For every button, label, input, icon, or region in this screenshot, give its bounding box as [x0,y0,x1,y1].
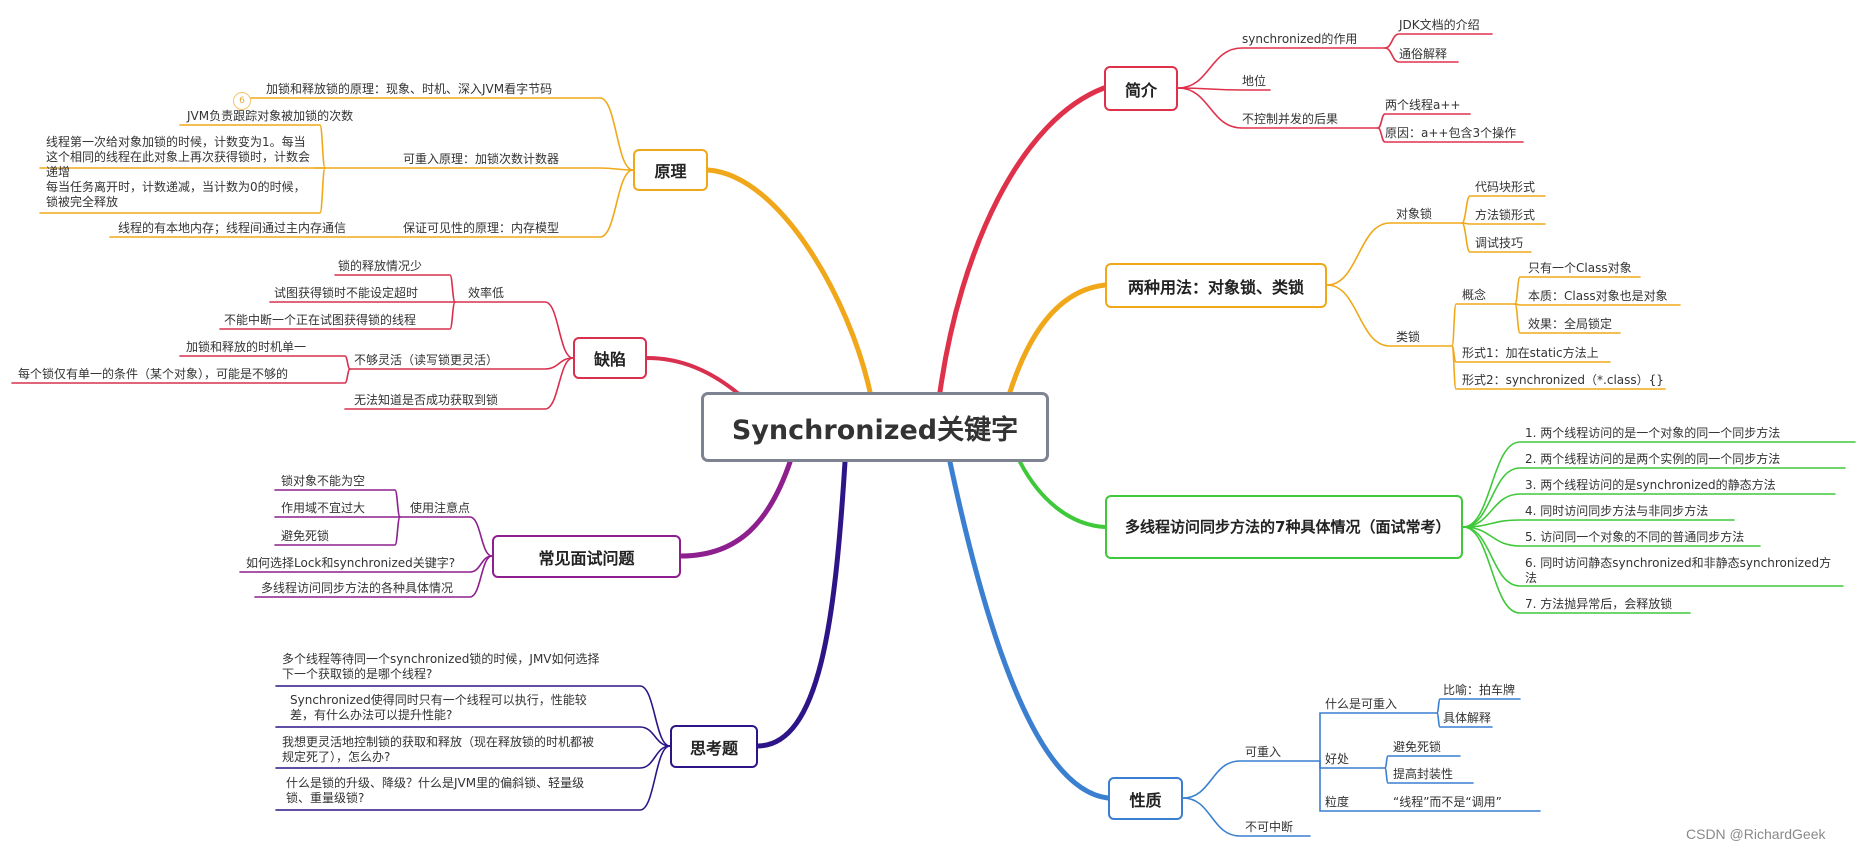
link-principle-reentrant [314,167,634,171]
link-usage-essence [1514,303,1681,306]
intro-role-plain[interactable]: 通俗解释 [1399,47,1448,61]
topic-defects[interactable]: 缺陷 [573,337,647,379]
intro-consequence-reason[interactable]: 原因：a++包含3个操作 [1385,126,1517,140]
intro-status[interactable]: 地位 [1242,74,1267,88]
intro-consequence[interactable]: 不控制并发的后果 [1242,112,1339,126]
link-intro-role [1177,47,1386,89]
defects-efficiency[interactable]: 效率低 [468,286,505,300]
faq-notes-scope[interactable]: 作用域不宜过大 [281,501,366,515]
link-usage-concept [1451,303,1516,347]
case-6[interactable]: 6. 同时访问静态synchronized和非静态synchronized方法 [1525,556,1832,585]
props-granularity-value[interactable]: “线程”而不是“调用” [1393,795,1502,809]
defects-flexibility[interactable]: 不够灵活（读写锁更灵活） [354,353,499,367]
thinking-4[interactable]: 什么是锁的升级、降级？什么是JVM里的偏斜锁、轻量级锁、重量级锁? [286,776,585,805]
props-benefit-deadlock[interactable]: 避免死锁 [1393,740,1442,754]
link-intro-jdk [1384,33,1493,49]
defects-flexibility-condition[interactable]: 每个锁仅有单一的条件（某个对象），可能是不够的 [18,367,289,381]
intro-role[interactable]: synchronized的作用 [1242,32,1358,46]
link-usage-method [1461,222,1546,225]
link-case-4 [1462,519,1735,528]
usage-class-lock[interactable]: 类锁 [1396,330,1421,344]
case-2[interactable]: 2. 两个线程访问的是两个实例的同一个同步方法 [1525,452,1781,466]
topic-faq[interactable]: 常见面试问题 [492,535,681,578]
case-7[interactable]: 7. 方法抛异常后，会释放锁 [1525,597,1673,611]
props-uninterruptible[interactable]: 不可中断 [1245,820,1294,834]
thinking-1[interactable]: 多个线程等待同一个synchronized锁的时候，JMV如何选择下一个获取锁的… [282,652,600,681]
topic-props[interactable]: 性质 [1108,777,1183,820]
case-4[interactable]: 4. 同时访问同步方法与非同步方法 [1525,504,1709,518]
usage-class-one-object[interactable]: 只有一个Class对象 [1528,261,1632,275]
faq-notes[interactable]: 使用注意点 [410,501,471,515]
main-branch-props [947,459,1111,801]
props-benefit[interactable]: 好处 [1325,752,1350,766]
central-topic[interactable]: Synchronized关键字 [701,392,1049,462]
faq-notes-null[interactable]: 锁对象不能为空 [281,474,366,488]
main-branch-intro [937,85,1107,395]
main-branch-usage [1007,282,1108,395]
case-5[interactable]: 5. 访问同一个对象的不同的普通同步方法 [1525,530,1745,544]
case-1[interactable]: 1. 两个线程访问的是一个对象的同一个同步方法 [1525,426,1781,440]
usage-object-code-block[interactable]: 代码块形式 [1475,180,1536,194]
faq-cases[interactable]: 多线程访问同步方法的各种具体情况 [261,581,454,595]
main-branch-thinking [755,459,848,749]
main-branch-faq [678,459,793,559]
props-granularity[interactable]: 粒度 [1325,795,1350,809]
faq-notes-deadlock[interactable]: 避免死锁 [281,529,330,543]
usage-class-form2[interactable]: 形式2：synchronized（*.class）{} [1462,373,1664,387]
thinking-3[interactable]: 我想更灵活地控制锁的获取和释放（现在释放锁的时机都被规定死了），怎么办? [282,735,595,764]
principle-visibility[interactable]: 保证可见性的原理：内存模型 [403,221,560,235]
principle-lock-release[interactable]: 加锁和释放锁的原理：现象、时机、深入JVM看字节码 [266,82,553,96]
principle-reentrant-count-down[interactable]: 每当任务离开时，计数递减，当计数为0的时候，锁被完全释放 [46,180,306,209]
faq-lock-vs-sync[interactable]: 如何选择Lock和synchronized关键字? [246,556,456,570]
usage-class-effect[interactable]: 效果：全局锁定 [1528,317,1613,331]
intro-role-jdk[interactable]: JDK文档的介绍 [1399,18,1480,32]
case-3[interactable]: 3. 两个线程访问的是synchronized的静态方法 [1525,478,1776,492]
main-branch-principle [705,167,873,395]
defects-unknown[interactable]: 无法知道是否成功获取到锁 [354,393,499,407]
defects-flexibility-timing[interactable]: 加锁和释放的时机单一 [186,340,307,354]
principle-reentrant-count-up[interactable]: 线程第一次给对象加锁的时候，计数变为1。每当这个相同的线程在此对象上再次获得锁时… [46,135,311,179]
link-props-reentrant [1182,760,1321,799]
usage-object-method[interactable]: 方法锁形式 [1475,208,1536,222]
main-branch-cases [1018,460,1107,529]
defects-efficiency-interrupt[interactable]: 不能中断一个正在试图获得锁的线程 [224,313,417,327]
main-branch-defects [645,356,742,397]
topic-thinking[interactable]: 思考题 [670,725,758,768]
defects-efficiency-release[interactable]: 锁的释放情况少 [338,259,423,273]
watermark: CSDN @RichardGeek [1686,826,1826,842]
topic-intro[interactable]: 简介 [1104,66,1178,111]
link-usage-class [1326,284,1453,347]
usage-class-concept[interactable]: 概念 [1462,288,1487,302]
thinking-2[interactable]: Synchronized使得同时只有一个线程可以执行，性能较差，有什么办法可以提… [290,693,587,722]
props-reentrant[interactable]: 可重入 [1245,745,1282,759]
topic-usage[interactable]: 两种用法：对象锁、类锁 [1105,263,1327,308]
topic-principle[interactable]: 原理 [633,149,708,191]
link-usage-object [1326,222,1463,286]
link-faq-notes [399,516,493,557]
props-benefit-encapsulation[interactable]: 提高封装性 [1393,767,1454,781]
intro-consequence-a[interactable]: 两个线程a++ [1385,98,1461,112]
props-what-explain[interactable]: 具体解释 [1443,711,1492,725]
principle-reentrant-jvm[interactable]: JVM负责跟踪对象被加锁的次数 [187,109,354,123]
principle-visibility-memory[interactable]: 线程的有本地内存；线程间通过主内存通信 [118,221,347,235]
link-defects-efficiency [454,301,574,359]
defects-efficiency-timeout[interactable]: 试图获得锁时不能设定超时 [274,286,419,300]
principle-reentrant[interactable]: 可重入原理：加锁次数计数器 [403,152,560,166]
usage-object-lock[interactable]: 对象锁 [1396,207,1433,221]
usage-class-form1[interactable]: 形式1：加在static方法上 [1462,346,1599,360]
usage-object-debug[interactable]: 调试技巧 [1475,236,1524,250]
props-what-metaphor[interactable]: 比喻：拍车牌 [1443,683,1516,697]
usage-class-essence[interactable]: 本质：Class对象也是对象 [1528,289,1668,303]
props-what[interactable]: 什么是可重入 [1325,697,1398,711]
topic-cases[interactable]: 多线程访问同步方法的7种具体情况（面试常考） [1105,495,1463,559]
notification-badge: 6 [233,92,251,110]
